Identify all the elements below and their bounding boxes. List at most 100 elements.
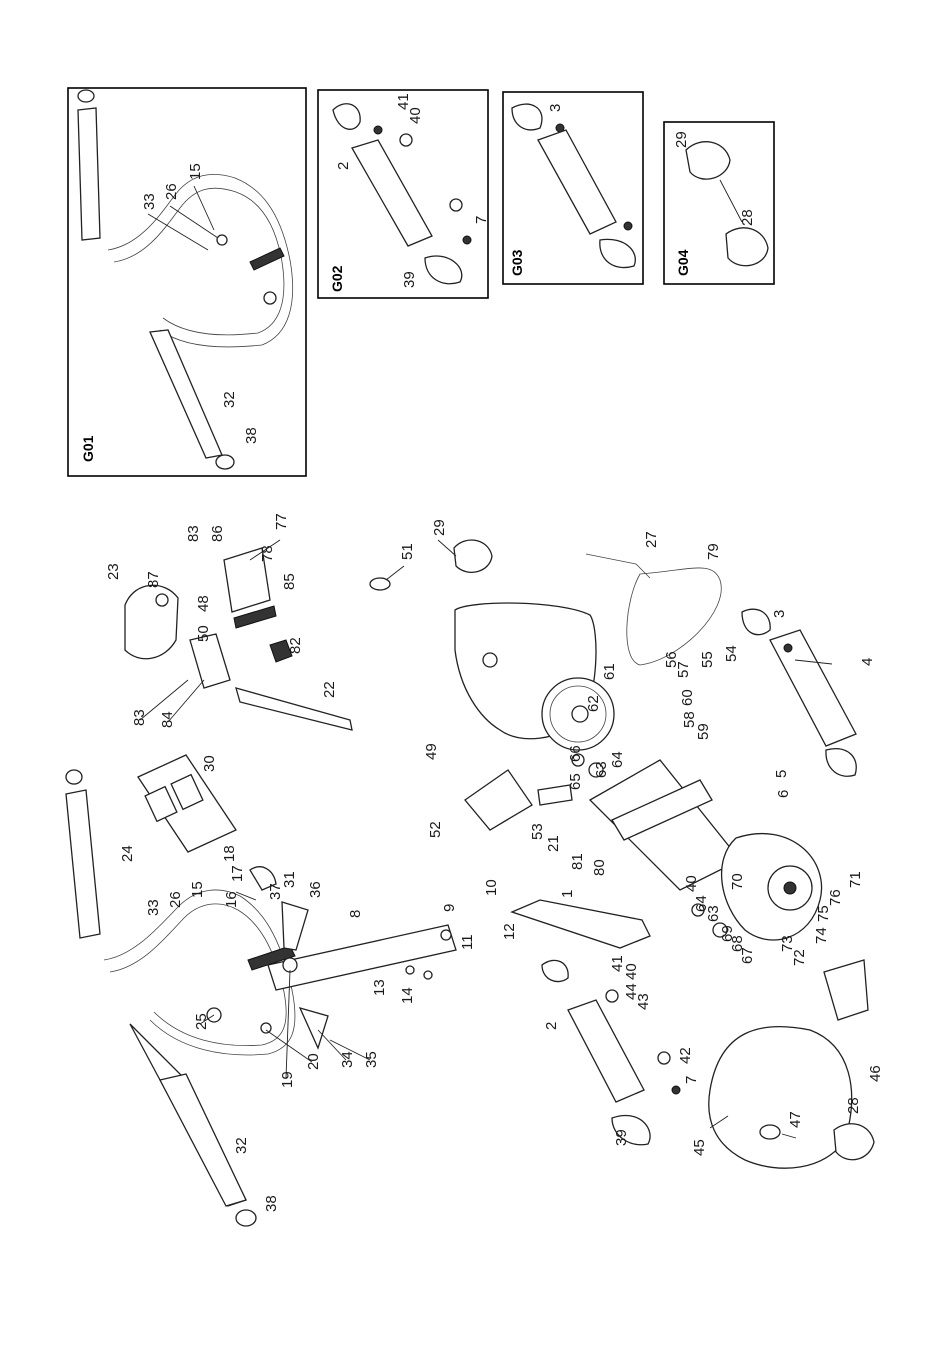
callout-3: 3 xyxy=(771,610,788,618)
callout-g04-29: 29 xyxy=(673,131,690,148)
callout-21: 21 xyxy=(545,835,562,852)
g01-ribbed-section xyxy=(249,247,285,271)
leader-34 xyxy=(317,1029,347,1061)
g02-tube-2 xyxy=(351,139,433,247)
callout-30: 30 xyxy=(201,755,218,772)
callout-2: 2 xyxy=(543,1022,560,1030)
callout-g02-7: 7 xyxy=(473,216,490,224)
stab-bolt xyxy=(783,643,793,653)
callout-72: 72 xyxy=(791,949,808,966)
callout-g02-40: 40 xyxy=(407,107,424,124)
shroud-hole xyxy=(482,652,498,668)
belt-79 xyxy=(626,567,722,666)
callout-76: 76 xyxy=(827,889,844,906)
knob-82 xyxy=(269,639,293,663)
group-box-g03 xyxy=(502,91,644,285)
g02-cap-top xyxy=(332,103,361,130)
callout-16: 16 xyxy=(223,891,240,908)
callout-38: 38 xyxy=(263,1195,280,1212)
flywheel-axle xyxy=(783,881,797,895)
callout-61: 61 xyxy=(601,663,618,680)
callout-70: 70 xyxy=(729,873,746,890)
bolt-4 xyxy=(794,659,833,665)
g03-foot xyxy=(623,221,633,231)
g03-tube-3 xyxy=(537,129,617,235)
g04-axle-line xyxy=(719,179,743,223)
callout-71: 71 xyxy=(847,871,864,888)
leader-83 xyxy=(139,679,189,721)
callout-51: 51 xyxy=(399,543,416,560)
callout-63-b: 63 xyxy=(705,905,722,922)
g02-bracket xyxy=(449,198,463,212)
g01-grip-lower xyxy=(149,329,223,459)
washer-14 xyxy=(423,970,433,980)
g03-cap-top xyxy=(511,103,543,131)
g04-pedal-assembly xyxy=(685,141,769,267)
leader-g01-33 xyxy=(147,213,209,251)
callout-66: 66 xyxy=(567,745,584,762)
leader-35 xyxy=(329,1039,371,1061)
bolt-9 xyxy=(440,929,452,941)
callout-g01-15: 15 xyxy=(187,163,204,180)
seat-slider-22 xyxy=(235,687,353,731)
callout-62: 62 xyxy=(585,695,602,712)
main-handlebar-frame xyxy=(103,889,296,1056)
main-bushing-20 xyxy=(260,1022,272,1034)
callout-69: 69 xyxy=(719,925,736,942)
g01-handlebar-assembly xyxy=(77,89,293,470)
callout-64-b: 64 xyxy=(693,895,710,912)
leader-45 xyxy=(709,1115,729,1129)
seat-post-assembly xyxy=(541,959,681,1146)
g01-grip-upper xyxy=(77,107,101,241)
group-box-g02 xyxy=(317,89,489,299)
callout-9: 9 xyxy=(441,904,458,912)
g01-bushing xyxy=(263,291,277,305)
g03-cap-bottom xyxy=(599,238,636,269)
callout-59: 59 xyxy=(695,723,712,740)
g01-washer-26 xyxy=(216,234,228,246)
g02-foot-7 xyxy=(462,235,472,245)
main-end-cap-38 xyxy=(235,1209,257,1227)
callout-84: 84 xyxy=(159,711,176,728)
callout-1: 1 xyxy=(559,890,576,898)
bearing-65 xyxy=(571,753,585,767)
callout-65: 65 xyxy=(567,773,584,790)
g01-end-cap-top xyxy=(77,89,95,103)
group-box-g04 xyxy=(663,121,775,285)
group-label-g04: G04 xyxy=(675,249,691,276)
callout-82: 82 xyxy=(287,637,304,654)
callout-63: 63 xyxy=(593,761,610,778)
pulley-61-inner xyxy=(549,685,607,743)
callout-83: 83 xyxy=(131,709,148,726)
stab-cap-top xyxy=(741,608,771,636)
callout-33: 33 xyxy=(145,899,162,916)
group-label-g03: G03 xyxy=(509,249,525,276)
callout-18: 18 xyxy=(221,845,238,862)
leader-20 xyxy=(265,1029,313,1063)
callout-22: 22 xyxy=(321,681,338,698)
g01-handlebar-frame xyxy=(107,174,293,348)
callout-34: 34 xyxy=(339,1051,356,1068)
callout-52: 52 xyxy=(427,821,444,838)
g01-end-cap-bottom xyxy=(215,454,235,470)
callout-19: 19 xyxy=(279,1071,296,1088)
shroud-hole-47 xyxy=(759,1124,781,1140)
callout-58: 58 xyxy=(681,711,698,728)
callout-25: 25 xyxy=(193,1013,210,1030)
bracket-34 xyxy=(298,1006,329,1050)
console-display-right xyxy=(170,773,204,811)
console-display-left xyxy=(144,785,178,823)
callout-50: 50 xyxy=(195,625,212,642)
shaft-53 xyxy=(537,784,573,806)
handlebar-post-assembly xyxy=(235,866,457,1050)
shroud-45 xyxy=(708,1025,853,1169)
g02-bushing-40 xyxy=(399,133,413,147)
pedal-28 xyxy=(833,1123,875,1161)
callout-26: 26 xyxy=(167,891,184,908)
rod-27 xyxy=(585,553,651,579)
drive-assembly xyxy=(541,553,722,778)
seat-rail-50 xyxy=(233,605,277,629)
callout-37: 37 xyxy=(267,883,284,900)
pulley-hub-62 xyxy=(571,705,589,723)
